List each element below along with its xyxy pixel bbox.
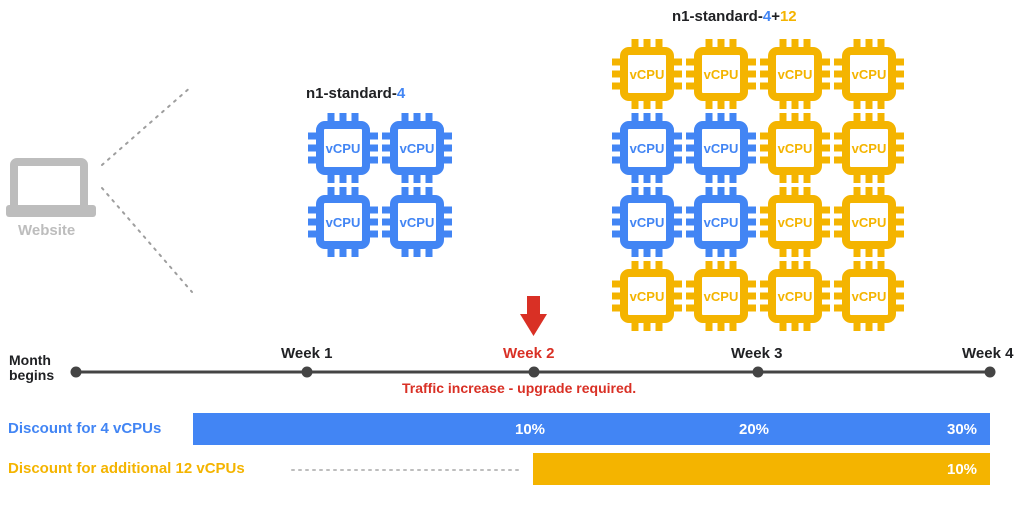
vm-large-chip-grid: vCPU vCPU vCPU vCPU vCPU vCPU vCPU vCPU vCPU vCPU… bbox=[612, 39, 904, 331]
vcpu-label: vCPU bbox=[704, 67, 739, 82]
vm-large-title-base-count: 4 bbox=[762, 8, 772, 25]
week-3-label: Week 3 bbox=[731, 345, 783, 362]
connector-line-top bbox=[101, 85, 193, 166]
timeline-start-label: Month begins bbox=[9, 353, 54, 383]
discount-4-vcpu-bar: 10% 20% 30% bbox=[193, 413, 990, 445]
vcpu-label: vCPU bbox=[778, 289, 813, 304]
vcpu-chip: vCPU bbox=[834, 113, 904, 183]
vcpu-chip: vCPU bbox=[834, 39, 904, 109]
vm-small-title-prefix: n1-standard- bbox=[306, 85, 397, 102]
vcpu-label: vCPU bbox=[630, 67, 665, 82]
vm-large-title-added-count: 12 bbox=[779, 8, 797, 25]
vcpu-chip: vCPU bbox=[760, 39, 830, 109]
vcpu-chip: vCPU bbox=[686, 39, 756, 109]
vcpu-chip: vCPU bbox=[612, 261, 682, 331]
timeline-dot-week-4 bbox=[984, 366, 996, 378]
vcpu-label: vCPU bbox=[704, 141, 739, 156]
vcpu-label: vCPU bbox=[326, 215, 361, 230]
vcpu-chip: vCPU bbox=[382, 187, 452, 257]
vcpu-label: vCPU bbox=[852, 67, 887, 82]
discount-4-vcpu-value-week-3: 20% bbox=[739, 421, 770, 438]
vcpu-chip: vCPU bbox=[760, 261, 830, 331]
vm-small-title-count: 4 bbox=[396, 85, 406, 102]
vcpu-label: vCPU bbox=[852, 215, 887, 230]
vcpu-chip: vCPU bbox=[686, 261, 756, 331]
vcpu-chip: vCPU bbox=[834, 261, 904, 331]
connector-line-bottom bbox=[101, 187, 193, 293]
vm-large-title-plus: + bbox=[771, 8, 780, 25]
discount-12-vcpu-value-week-4: 10% bbox=[947, 461, 978, 478]
vcpu-label: vCPU bbox=[778, 141, 813, 156]
timeline-dot-week-2 bbox=[528, 366, 540, 378]
week-2-label: Week 2 bbox=[503, 345, 555, 362]
vcpu-label: vCPU bbox=[326, 141, 361, 156]
week-2-arrow-icon bbox=[520, 296, 547, 336]
vcpu-label: vCPU bbox=[704, 215, 739, 230]
week-1-label: Week 1 bbox=[281, 345, 333, 362]
vcpu-label: vCPU bbox=[630, 141, 665, 156]
traffic-event-label: Traffic increase - upgrade required. bbox=[402, 380, 637, 396]
vcpu-label: vCPU bbox=[400, 215, 435, 230]
discount-12-vcpu-label: Discount for additional 12 vCPUs bbox=[8, 460, 245, 477]
vcpu-chip: vCPU bbox=[760, 187, 830, 257]
vcpu-chip: vCPU bbox=[382, 113, 452, 183]
timeline-dot-week-1 bbox=[301, 366, 313, 378]
vcpu-label: vCPU bbox=[852, 141, 887, 156]
vcpu-label: vCPU bbox=[852, 289, 887, 304]
vm-large-title-prefix: n1-standard- bbox=[672, 8, 763, 25]
website-label: Website bbox=[18, 222, 76, 239]
discount-4-vcpu-label: Discount for 4 vCPUs bbox=[8, 420, 162, 437]
timeline-start-line-1: Month bbox=[9, 352, 51, 368]
vcpu-chip: vCPU bbox=[612, 113, 682, 183]
vm-small-chip-grid: vCPU vCPU vCPU vCPU bbox=[308, 113, 452, 257]
vcpu-label: vCPU bbox=[400, 141, 435, 156]
vcpu-chip: vCPU bbox=[760, 113, 830, 183]
vcpu-label: vCPU bbox=[778, 215, 813, 230]
timeline-start-line-2: begins bbox=[9, 367, 55, 383]
vcpu-chip: vCPU bbox=[612, 39, 682, 109]
vcpu-chip: vCPU bbox=[612, 187, 682, 257]
vm-large-title: n1-standard-4+12 bbox=[672, 8, 797, 25]
timeline-dot-start bbox=[70, 366, 82, 378]
vcpu-chip: vCPU bbox=[308, 113, 378, 183]
vcpu-chip: vCPU bbox=[308, 187, 378, 257]
discount-12-vcpu-bar: 10% bbox=[533, 453, 990, 485]
discount-4-vcpu-value-week-2: 10% bbox=[515, 421, 546, 438]
laptop-icon bbox=[6, 158, 96, 217]
vcpu-label: vCPU bbox=[630, 289, 665, 304]
vcpu-label: vCPU bbox=[778, 67, 813, 82]
vcpu-chip: vCPU bbox=[686, 113, 756, 183]
vcpu-label: vCPU bbox=[630, 215, 665, 230]
timeline-dot-week-3 bbox=[752, 366, 764, 378]
vcpu-label: vCPU bbox=[704, 289, 739, 304]
vm-small-title: n1-standard-4 bbox=[306, 85, 405, 102]
vcpu-chip: vCPU bbox=[834, 187, 904, 257]
vcpu-chip: vCPU bbox=[686, 187, 756, 257]
week-4-label: Week 4 bbox=[962, 345, 1014, 362]
discount-4-vcpu-value-week-4: 30% bbox=[947, 421, 978, 438]
